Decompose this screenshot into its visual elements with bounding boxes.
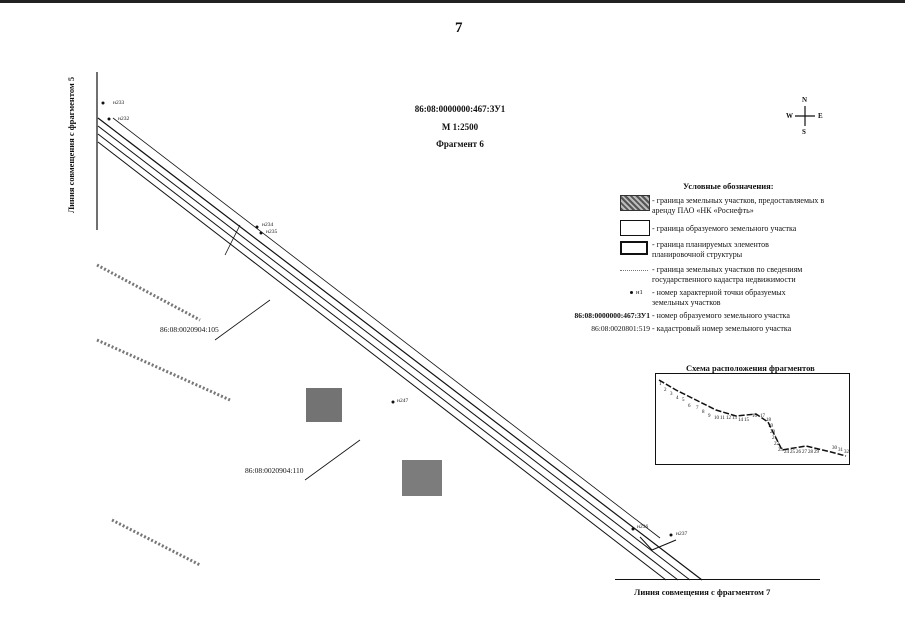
- scheme-number: 19: [768, 424, 773, 429]
- point-label-247: н247: [397, 398, 409, 404]
- scheme-number: 11: [720, 416, 725, 421]
- cadastral-label-110: 86:08:0020904:110: [245, 466, 304, 475]
- scheme-number: 13: [732, 416, 737, 421]
- legend-gkn-symbol: [620, 270, 648, 272]
- scheme-number: 16: [752, 414, 757, 419]
- legend-formed-text: - граница образуемого земельного участка: [652, 224, 797, 233]
- scheme-number: 12: [726, 416, 731, 421]
- scheme-number: 23: [778, 448, 783, 453]
- scheme-number: 31: [838, 448, 843, 453]
- scale-title: М 1:2500: [441, 122, 479, 132]
- scheme-number: 8: [702, 410, 705, 415]
- legend-gkn-text: - граница земельных участков по сведения…: [652, 265, 803, 284]
- top-rule: [0, 0, 905, 3]
- legend-point-symbol: [630, 291, 633, 294]
- compass-n: N: [802, 96, 808, 104]
- scheme-number: 25: [790, 450, 795, 455]
- scheme-number: 5: [682, 398, 685, 403]
- scheme-number: 24: [784, 450, 789, 455]
- legend-point-sample: н1: [636, 289, 643, 296]
- legend-lease-text: - граница земельных участков, предоставл…: [652, 196, 825, 215]
- scheme-number: 26: [796, 450, 801, 455]
- scheme-number: 10: [714, 416, 719, 421]
- scheme-route: [658, 379, 847, 457]
- scheme-number: 29: [814, 450, 819, 455]
- scheme-number: 1: [659, 382, 662, 387]
- scheme-number: 15: [744, 418, 749, 423]
- scheme-number: 22: [774, 442, 779, 447]
- legend-cadastral-number-text: - кадастровый номер земельного участка: [652, 324, 792, 333]
- left-alignment-label: Линия совмещения с фрагментом 5: [66, 76, 76, 214]
- point-label-232: н232: [118, 116, 130, 122]
- compass-s: S: [802, 128, 806, 136]
- bottom-alignment-label: Линия совмещения с фрагментом 7: [634, 587, 771, 597]
- point-label-235: н235: [266, 229, 278, 235]
- scheme-number: 32: [844, 450, 849, 455]
- fragment-title: Фрагмент 6: [436, 139, 484, 149]
- hatch-strips: [96, 263, 231, 567]
- scheme-number: 6: [688, 404, 691, 409]
- legend-title: Условные обозначения:: [683, 181, 774, 191]
- plot-number-title: 86:08:0000000:467:ЗУ1: [414, 104, 506, 114]
- scheme-number: 17: [760, 414, 765, 419]
- cadastral-label-105: 86:08:0020904:105: [160, 325, 219, 334]
- scheme-number: 30: [832, 446, 837, 451]
- scheme-number: 14: [738, 418, 743, 423]
- scheme-title: Схема расположения фрагментов: [686, 363, 815, 373]
- scheme-number: 4: [676, 396, 679, 401]
- scheme-number: 7: [696, 406, 699, 411]
- scheme-number: 9: [708, 414, 711, 419]
- scheme-number: 28: [808, 450, 813, 455]
- point-label-236: н236: [637, 524, 649, 530]
- scheme-number: 3: [670, 392, 673, 397]
- compass-w: W: [786, 112, 793, 120]
- legend-lease-symbol: [620, 195, 650, 211]
- scheme-number: 20: [770, 430, 775, 435]
- legend-formed-number-text: - номер образуемого земельного участка: [652, 311, 790, 320]
- corridor-lines: [97, 117, 703, 581]
- legend-cadastral-number-sample: 86:08:0020801:519: [591, 324, 650, 333]
- legend-planned-symbol: [620, 241, 648, 255]
- point-label-234: н234: [262, 222, 274, 228]
- compass-e: E: [818, 112, 823, 120]
- scheme-number: 27: [802, 450, 807, 455]
- scheme-number: 2: [664, 388, 667, 393]
- parcel-blocks: [306, 388, 442, 496]
- legend-planned-text: - граница планируемых элементов планиров…: [652, 240, 769, 259]
- point-markers: [101, 101, 673, 537]
- bottom-alignment-line: [615, 579, 820, 580]
- legend-formed-symbol: [620, 220, 650, 236]
- legend-formed-number-sample: 86:08:0000000:467:ЗУ1: [574, 311, 650, 320]
- point-label-233: н233: [113, 100, 125, 106]
- scheme-number: 18: [766, 418, 771, 423]
- compass-rose: [795, 106, 815, 126]
- point-label-237: н237: [676, 531, 688, 537]
- legend-point-text: - номер характерной точки образуемых зем…: [652, 288, 786, 307]
- page-number: 7: [455, 20, 463, 36]
- scheme-number: 21: [772, 436, 777, 441]
